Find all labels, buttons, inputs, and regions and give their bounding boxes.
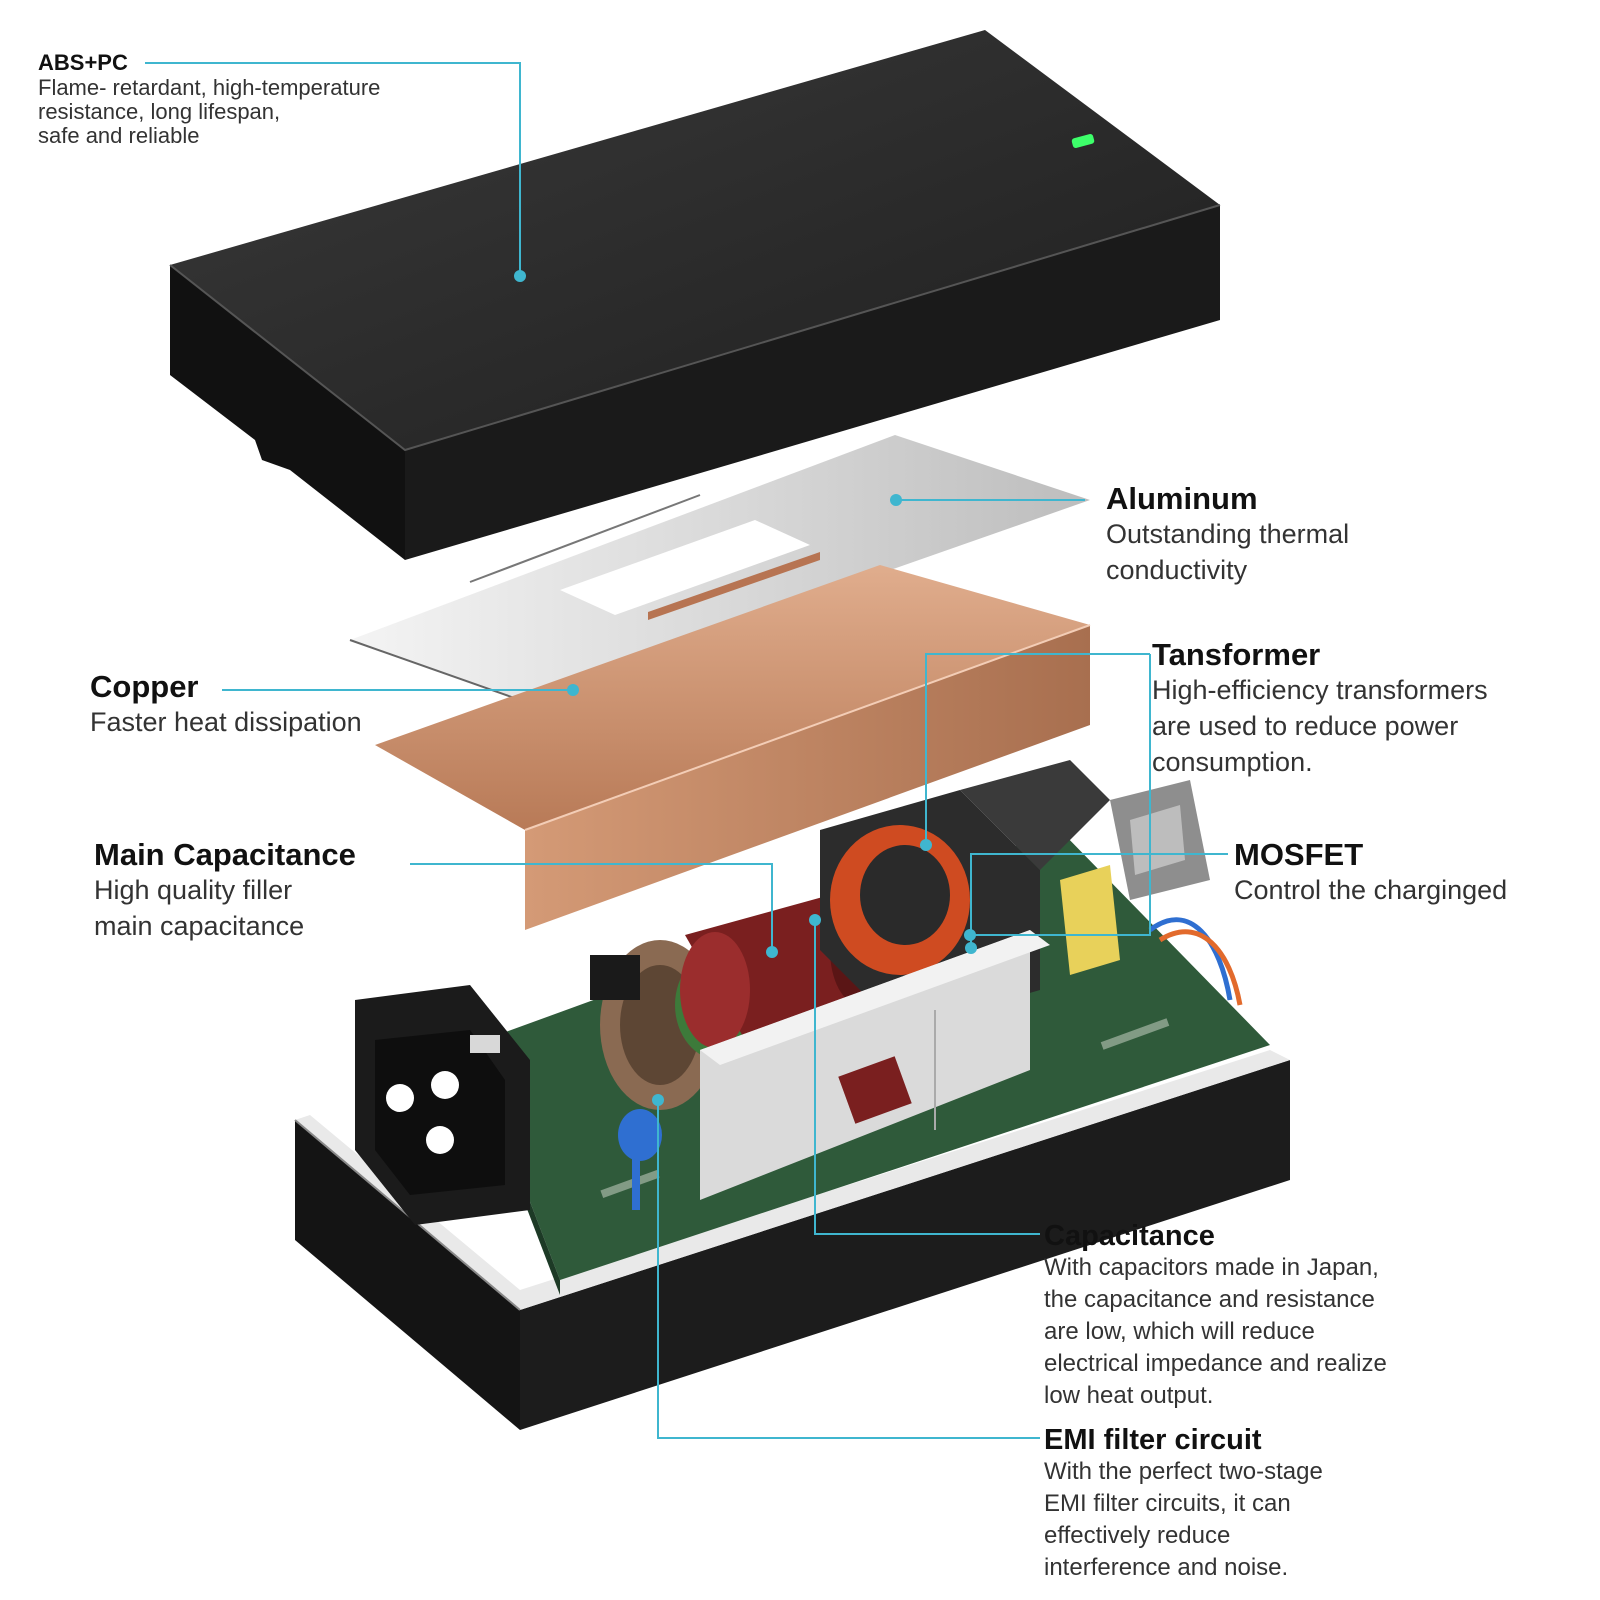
callout-copper: Copper Faster heat dissipation (90, 670, 362, 740)
callout-emi-filter-line: effectively reduce (1044, 1522, 1231, 1549)
leader-emi (657, 1100, 1040, 1439)
callout-main-capacitance-line: main capacitance (94, 911, 305, 941)
callout-main-capacitance: Main Capacitance High quality filler mai… (94, 838, 356, 944)
callout-transformer-line: consumption. (1152, 747, 1313, 777)
callout-aluminum-line: Outstanding thermal (1106, 519, 1350, 549)
mosfet-area (1060, 780, 1243, 1006)
leader-transformer-2 (970, 654, 1151, 936)
callout-abs-pc-line: Flame- retardant, high-temperature (38, 75, 381, 100)
leader-dots (514, 270, 977, 1106)
callout-capacitance-line: the capacitance and resistance (1044, 1286, 1375, 1313)
callout-mosfet-line: Control the charginged (1234, 875, 1508, 905)
callout-emi-filter-line: With the perfect two-stage (1044, 1458, 1323, 1485)
leader-lines (145, 62, 1228, 1439)
callout-copper-title: Copper (90, 669, 199, 704)
callout-emi-filter-line: interference and noise. (1044, 1554, 1289, 1581)
callout-capacitance-title: Capacitance (1044, 1220, 1215, 1252)
ac-inlet (355, 985, 530, 1225)
copper-plate (375, 565, 1091, 930)
callout-emi-filter-line: EMI filter circuits, it can (1044, 1490, 1291, 1517)
transformer (820, 760, 1110, 1030)
callout-capacitance-line: low heat output. (1044, 1382, 1214, 1409)
leader-transformer (925, 653, 1150, 845)
callout-abs-pc-title: ABS+PC (38, 50, 128, 75)
callout-main-capacitance-line: High quality filler (94, 875, 293, 905)
leader-capacitance (814, 920, 1040, 1235)
callout-abs-pc-line: safe and reliable (38, 123, 200, 148)
callout-transformer: Tansformer High-efficiency transformers … (1152, 638, 1488, 780)
leader-mosfet (970, 853, 1228, 948)
callout-capacitance-line: With capacitors made in Japan, (1044, 1254, 1379, 1281)
callout-main-capacitance-title: Main Capacitance (94, 837, 356, 872)
callout-capacitance-line: are low, which will reduce (1044, 1318, 1315, 1345)
callout-mosfet: MOSFET Control the charginged (1234, 838, 1507, 908)
callout-aluminum-line: conductivity (1106, 555, 1248, 585)
callout-mosfet-title: MOSFET (1234, 837, 1364, 872)
aluminum-sheet (349, 435, 1090, 701)
callout-transformer-title: Tansformer (1152, 637, 1321, 672)
callout-capacitance: Capacitance With capacitors made in Japa… (1044, 1220, 1387, 1412)
callout-copper-line: Faster heat dissipation (90, 707, 362, 737)
pcb-heat-spreader (700, 930, 1050, 1200)
callout-emi-filter: EMI filter circuit With the perfect two-… (1044, 1424, 1323, 1584)
callout-aluminum: Aluminum Outstanding thermal conductivit… (1106, 482, 1349, 588)
callout-capacitance-line: electrical impedance and realize (1044, 1350, 1387, 1377)
callout-transformer-line: High-efficiency transformers (1152, 675, 1488, 705)
callout-aluminum-title: Aluminum (1106, 481, 1258, 516)
top-cover (169, 30, 1221, 560)
callout-emi-filter-title: EMI filter circuit (1044, 1424, 1262, 1456)
callout-transformer-line: are used to reduce power (1152, 711, 1459, 741)
status-led (1071, 133, 1095, 149)
leader-main-capacitance (410, 863, 773, 952)
callout-abs-pc-line: resistance, long lifespan, (38, 99, 281, 124)
leader-abs-pc (145, 62, 521, 276)
callout-abs-pc: ABS+PC Flame- retardant, high-temperatur… (38, 50, 380, 148)
